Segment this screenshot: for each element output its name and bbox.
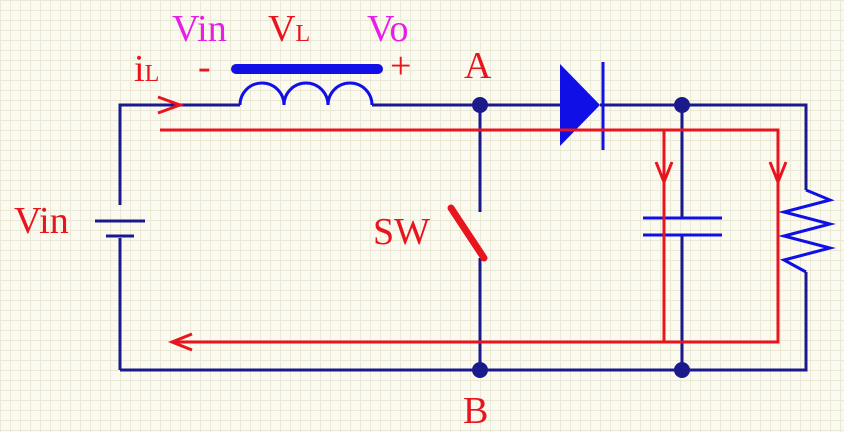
vl-label: VL: [268, 10, 310, 48]
junction-dots: [472, 97, 690, 378]
switch-blade: [447, 204, 488, 262]
sw-label: SW: [373, 211, 430, 253]
node-a-label: A: [464, 45, 492, 87]
current-il-letter: i: [134, 48, 145, 90]
node-b-label: B: [463, 390, 489, 432]
circuit-wires: [118, 103, 808, 372]
vo-label: Vo: [367, 8, 409, 50]
capacitor-symbol: [643, 216, 722, 237]
current-path: [160, 128, 780, 344]
diode-triangle: [560, 64, 600, 146]
vin-source-label: Vin: [14, 200, 69, 242]
current-il-label: iL: [134, 50, 159, 88]
wire-right-lower: [120, 272, 808, 372]
current-arrows: [157, 95, 788, 352]
vl-letter: V: [268, 8, 296, 50]
battery-symbol: [95, 219, 145, 238]
junction-b: [472, 362, 488, 378]
minus-sign: -: [198, 46, 211, 88]
plus-sign: +: [390, 45, 412, 87]
arrow-cap-down: [654, 161, 674, 187]
arrow-il: [157, 95, 185, 115]
current-il-subscript: L: [144, 61, 160, 87]
junction-cap-bottom: [674, 362, 690, 378]
junction-cap-top: [674, 97, 690, 113]
arrow-load-down: [768, 161, 788, 187]
wire-left-vertical: [118, 103, 240, 205]
arrow-return-left: [167, 332, 193, 352]
vl-subscript: L: [295, 21, 311, 47]
inductor-coil: [238, 81, 374, 106]
vin-top-label: Vin: [172, 8, 227, 50]
resistor-load: [778, 188, 836, 274]
wire-cathode-to-right: [600, 103, 808, 190]
current-loop: [160, 128, 780, 344]
junction-a: [472, 97, 488, 113]
diode-symbol: [560, 62, 605, 150]
